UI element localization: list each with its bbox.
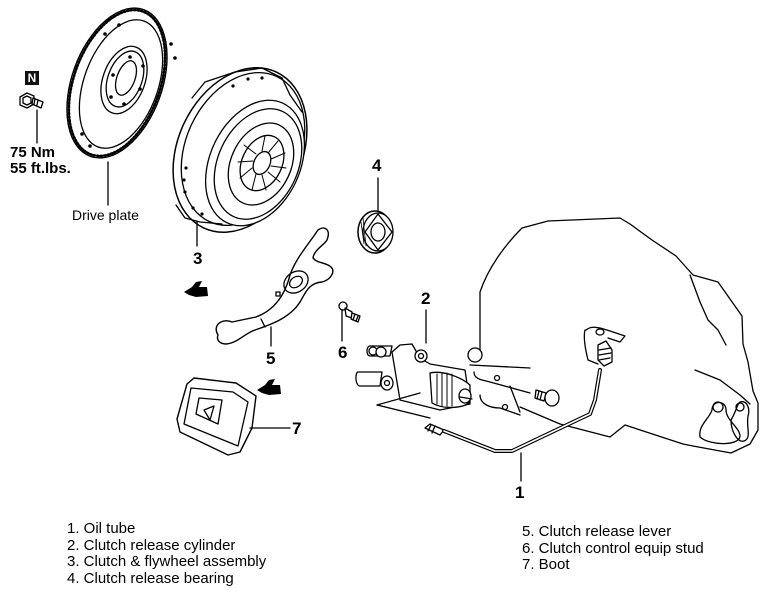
legend-left: 1. Oil tube 2. Clutch release cylinder 3… [67,520,267,587]
callout-5: 5 [266,349,276,368]
callout-2: 2 [421,289,431,308]
legend-item: 4. Clutch release bearing [67,569,234,587]
grease-icon [257,379,281,395]
legend-item: 1. Oil tube [67,520,136,537]
oil-tube [425,327,625,481]
legend-right: 5. Clutch release lever 6. Clutch contro… [522,523,704,574]
drive-plate-label: Drive plate [72,207,139,223]
drive-plate [48,0,177,205]
torque-value-ftlbs: 55 ft.lbs. [10,160,71,177]
callout-7: 7 [292,419,302,438]
callout-6: 6 [338,343,348,362]
grease-icon [184,281,208,297]
legend-item: 3. Clutch & flywheel assembly [67,553,267,570]
clutch-flywheel-assembly [147,46,332,254]
clutch-release-bearing [358,178,393,253]
callout-1: 1 [515,483,525,502]
legend-item: 5. Clutch release lever [522,523,672,540]
legend-item: 6. Clutch control equip stud [522,539,704,557]
clutch-release-lever [216,228,333,346]
transmission-case [468,218,758,453]
clutch-release-cylinder [356,310,472,418]
flywheel-bolt [20,93,43,143]
boot [177,378,290,455]
legend-item: 2. Clutch release cylinder [67,536,236,554]
clutch-control-equip-stud [339,302,360,341]
torque-badge: N [25,71,39,85]
torque-value-nm: 75 Nm [10,144,56,161]
legend-item: 7. Boot [522,556,570,573]
transmission-bolt [535,390,559,406]
callout-4: 4 [372,156,382,175]
callout-3: 3 [193,249,203,268]
